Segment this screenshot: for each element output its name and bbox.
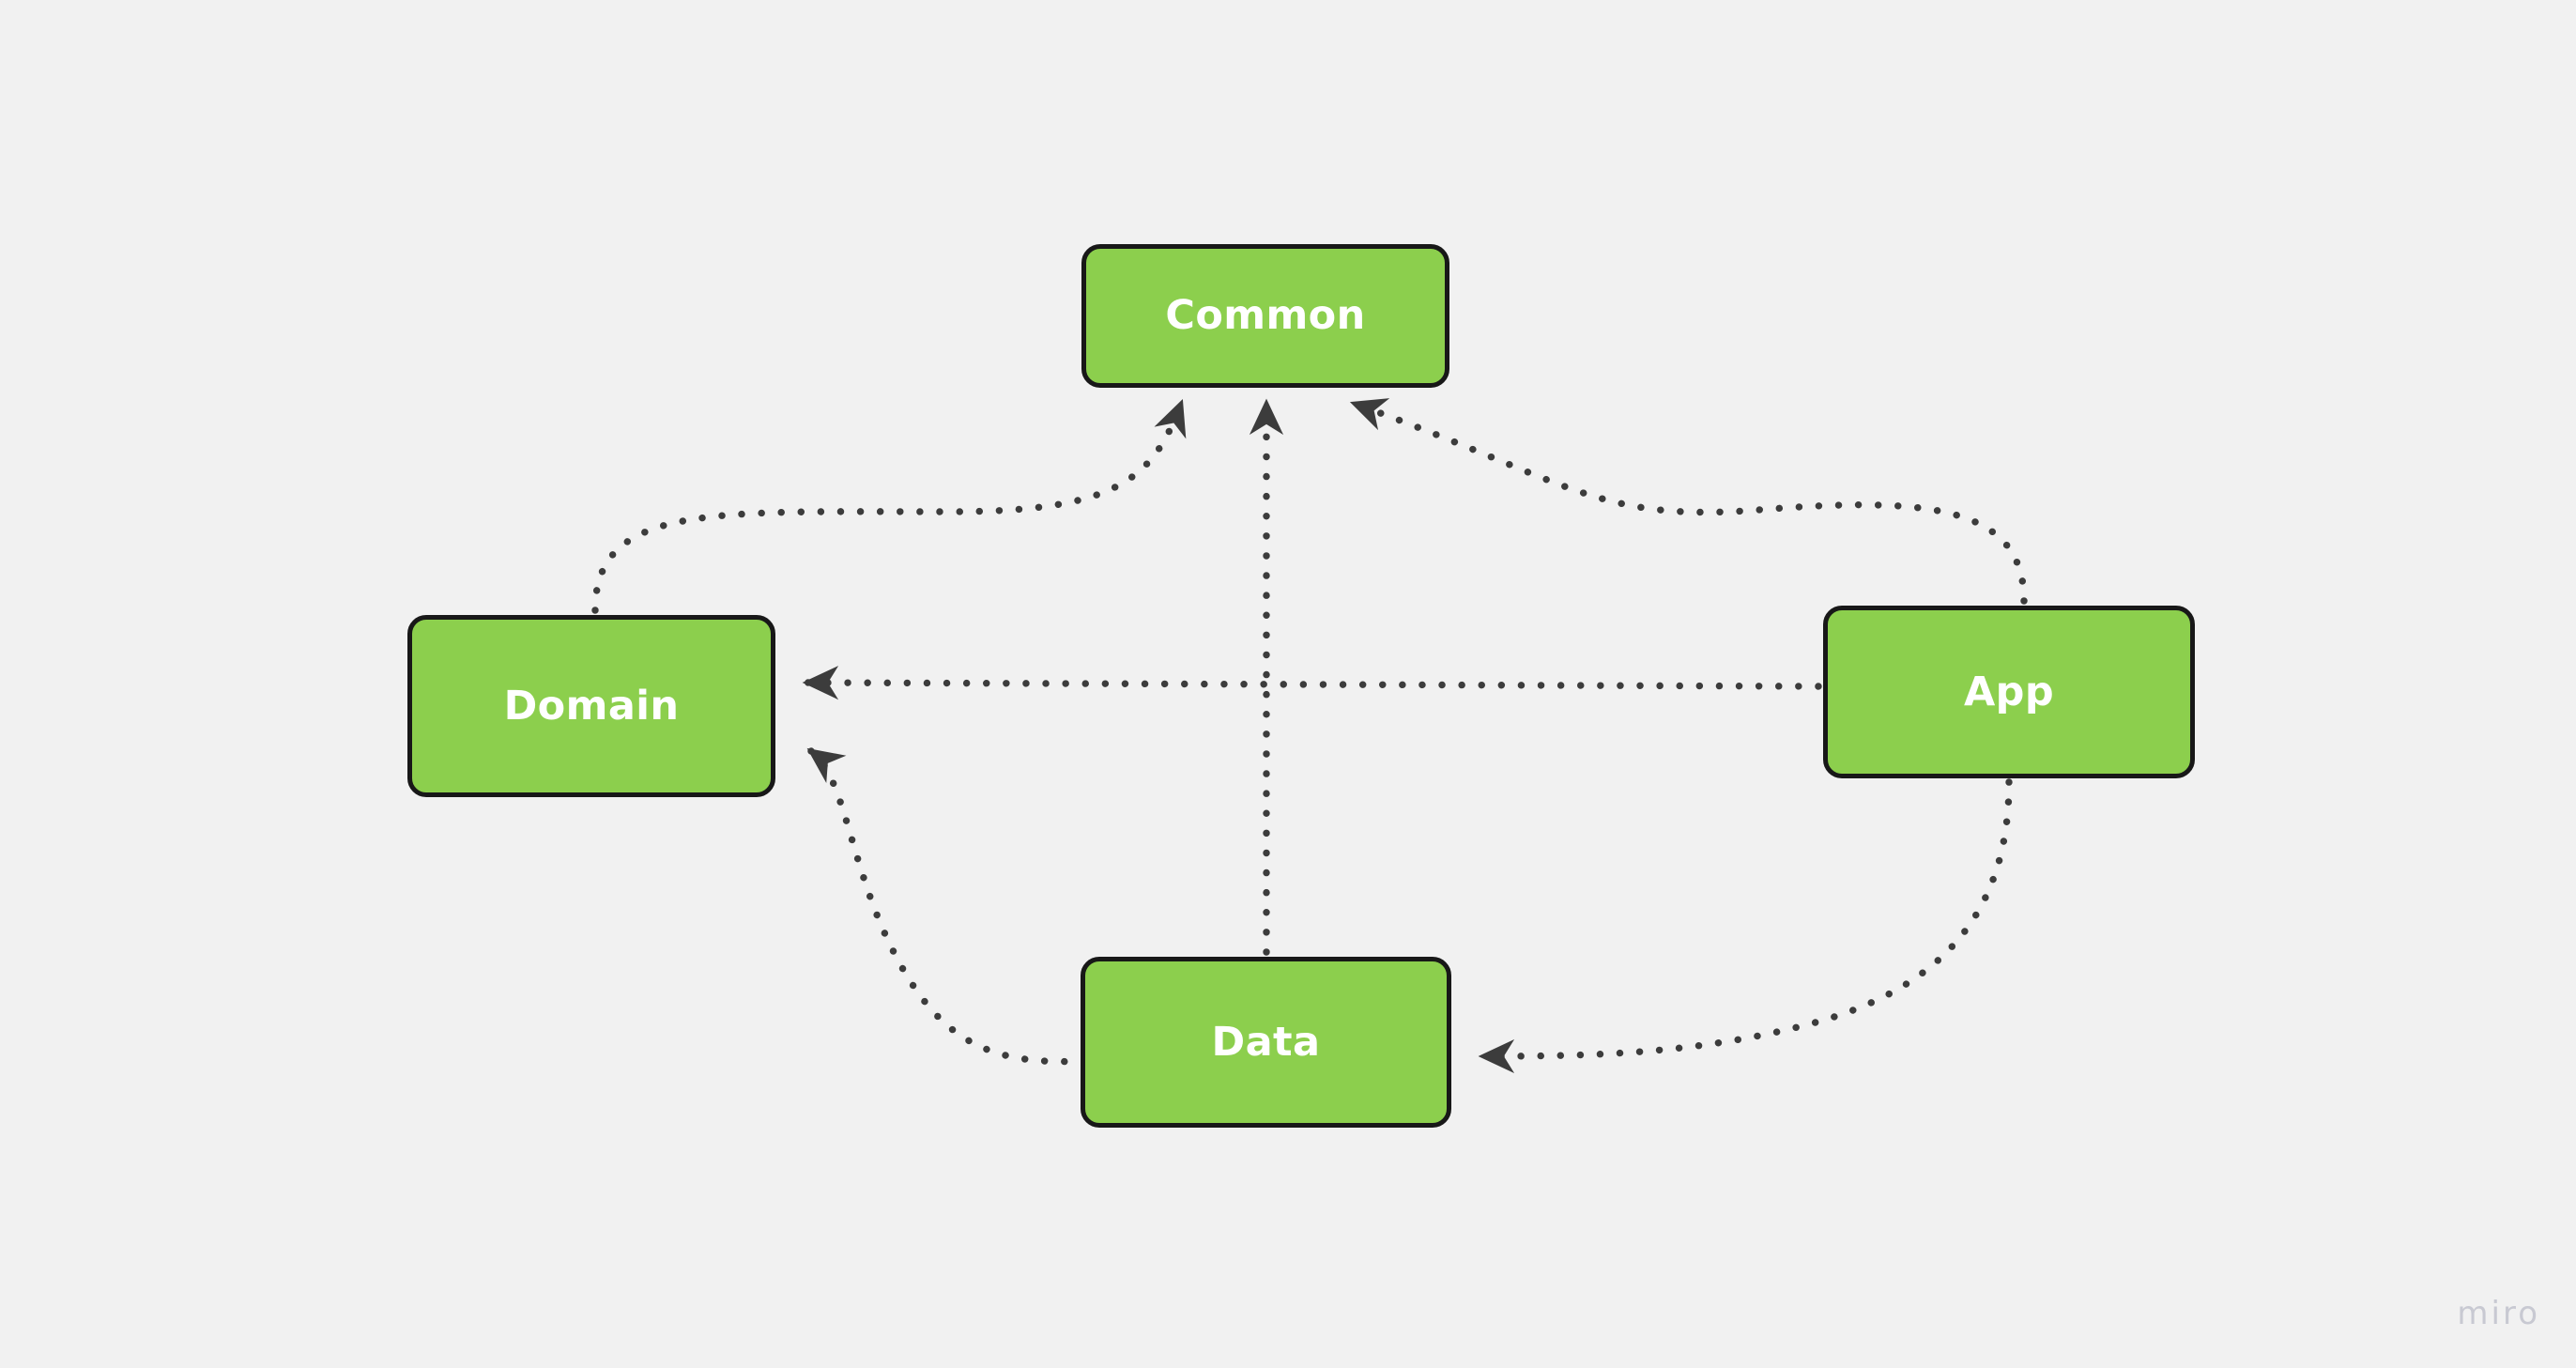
edge-app-to-domain	[802, 666, 1822, 700]
node-common-label: Common	[1165, 292, 1366, 339]
node-data[interactable]: Data	[1081, 957, 1451, 1128]
node-data-label: Data	[1211, 1018, 1321, 1066]
node-app[interactable]: App	[1823, 606, 2195, 778]
node-domain-label: Domain	[503, 682, 680, 730]
edge-domain-to-common	[591, 398, 1187, 614]
edge-app-to-data	[1478, 778, 2013, 1074]
node-domain[interactable]: Domain	[407, 615, 775, 797]
edge-data-to-domain	[806, 747, 1088, 1066]
edge-app-to-common	[1349, 398, 2028, 605]
node-app-label: App	[1963, 668, 2055, 715]
miro-watermark: miro	[2457, 1295, 2540, 1332]
node-common[interactable]: Common	[1081, 244, 1449, 388]
